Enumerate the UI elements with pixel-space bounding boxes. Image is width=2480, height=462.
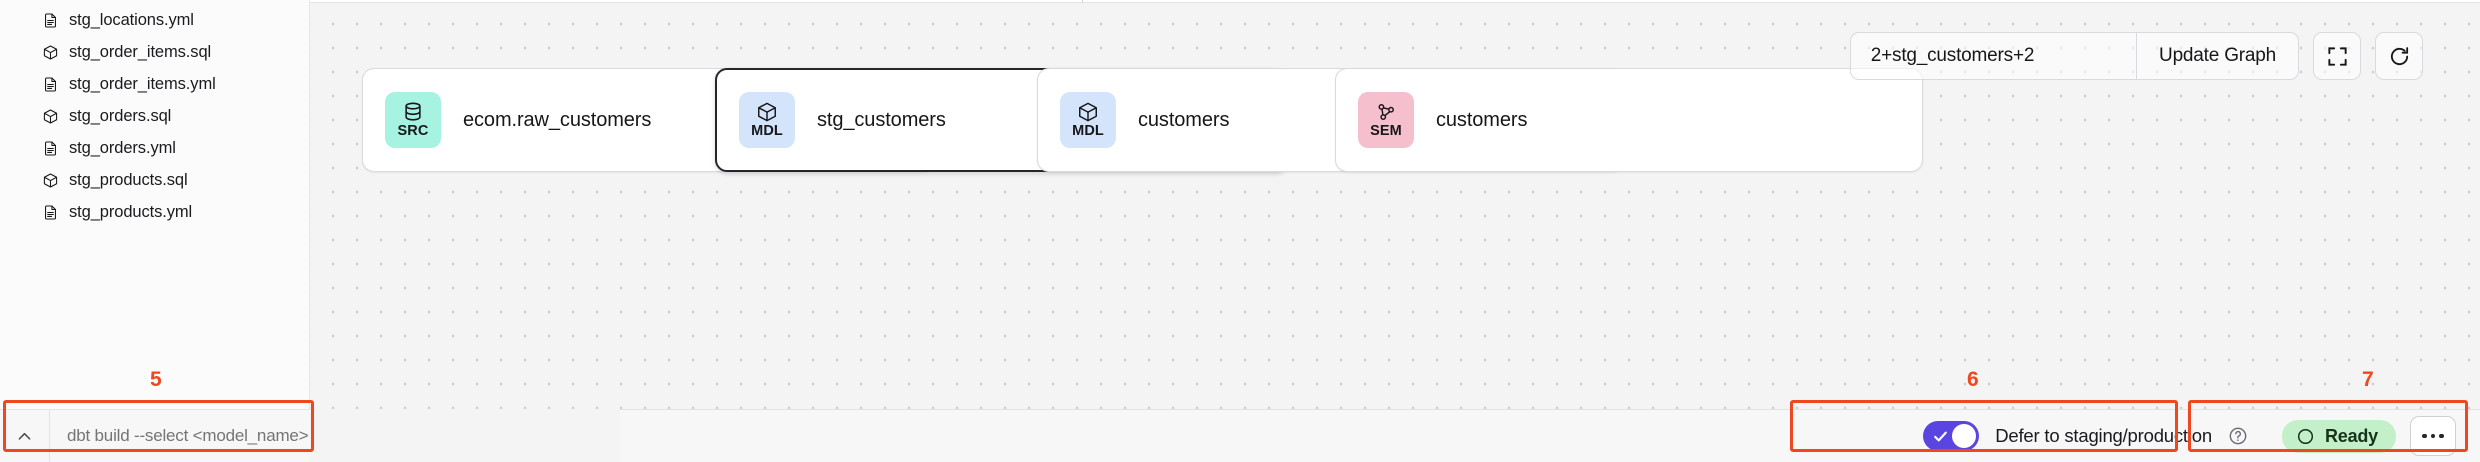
chevron-up-icon (18, 432, 31, 440)
file-yml-icon (45, 76, 56, 92)
check-icon (1934, 431, 1948, 442)
cube-sql-icon (43, 44, 58, 60)
command-input[interactable] (50, 410, 310, 462)
file-yml-icon (45, 12, 56, 28)
fullscreen-button[interactable] (2313, 32, 2361, 80)
fullscreen-icon (2327, 46, 2347, 66)
node-label: customers (1138, 108, 1230, 131)
file-list-item-label: stg_locations.yml (69, 10, 194, 29)
file-list-item-label: stg_order_items.yml (69, 74, 216, 93)
mdl-badge: MDL (1060, 92, 1116, 148)
command-bar-collapse-button[interactable] (0, 410, 50, 462)
refresh-button[interactable] (2375, 32, 2423, 80)
file-list-item[interactable]: stg_order_items.yml (0, 68, 309, 100)
node-label: ecom.raw_customers (463, 108, 652, 131)
question-circle-icon[interactable] (2228, 426, 2248, 446)
file-list-item[interactable]: stg_products.sql (0, 164, 309, 196)
graph-selector-group: Update Graph (1849, 32, 2299, 80)
src-badge: SRC (385, 92, 441, 148)
main-panel: SRC ecom.raw_customers MDL stg_customers (310, 0, 2480, 462)
graph-toolbar: Update Graph (1849, 32, 2423, 80)
ready-group: Ready (2262, 416, 2456, 456)
file-explorer-sidebar: stg_locations.yml stg_order_items.sql stg_… (0, 0, 310, 462)
badge-label: SRC (397, 123, 429, 140)
cube-icon (1079, 102, 1097, 122)
status-badge-label: Ready (2324, 425, 2378, 446)
node-label: customers (1436, 108, 1528, 131)
defer-label: Defer to staging/production (1995, 425, 2212, 446)
file-yml-icon (45, 204, 56, 220)
semantic-icon (1378, 104, 1394, 121)
status-bar: Defer to staging/production Ready (620, 409, 2480, 462)
mdl-badge: MDL (739, 92, 795, 148)
badge-label: MDL (751, 123, 783, 140)
command-bar (0, 409, 310, 462)
node-label: stg_customers (817, 108, 946, 131)
defer-group: Defer to staging/production (1909, 421, 2262, 451)
status-badge[interactable]: Ready (2281, 419, 2396, 453)
file-list-item[interactable]: stg_order_items.sql (0, 36, 309, 68)
file-list-item[interactable]: stg_products.yml (0, 196, 309, 228)
refresh-icon (2390, 46, 2408, 65)
file-list-item-label: stg_products.sql (69, 170, 188, 189)
lineage-graph-canvas[interactable]: SRC ecom.raw_customers MDL stg_customers (310, 3, 2480, 409)
file-list-item-label: stg_orders.yml (69, 138, 176, 157)
graph-node-customers-semantic[interactable]: SEM customers (1335, 68, 1923, 172)
cube-icon (758, 102, 776, 122)
graph-selector-input[interactable] (1850, 33, 2136, 79)
database-icon (405, 102, 421, 121)
sem-badge: SEM (1358, 92, 1414, 148)
defer-toggle[interactable] (1923, 421, 1980, 451)
tab-divider (1082, 0, 1083, 3)
editor-tabstrip (310, 0, 2480, 3)
badge-label: MDL (1072, 123, 1104, 140)
file-list-item[interactable]: stg_orders.yml (0, 132, 309, 164)
file-list-item[interactable]: stg_locations.yml (0, 4, 309, 36)
file-yml-icon (45, 140, 56, 156)
toggle-knob (1952, 424, 1977, 448)
status-circle-icon (2297, 428, 2314, 444)
file-list-item[interactable]: stg_orders.sql (0, 100, 309, 132)
file-list-item-label: stg_products.yml (69, 202, 193, 221)
cube-sql-icon (43, 172, 58, 188)
file-list: stg_locations.yml stg_order_items.sql stg_… (0, 0, 309, 228)
cube-sql-icon (43, 108, 58, 124)
badge-label: SEM (1370, 123, 1402, 140)
toolbar-divider (2135, 33, 2138, 79)
more-options-button[interactable] (2410, 416, 2456, 456)
update-graph-button[interactable]: Update Graph (2137, 33, 2298, 79)
ellipsis-icon (2422, 433, 2444, 439)
file-list-item-label: stg_order_items.sql (69, 42, 212, 61)
file-list-item-label: stg_orders.sql (69, 106, 172, 125)
